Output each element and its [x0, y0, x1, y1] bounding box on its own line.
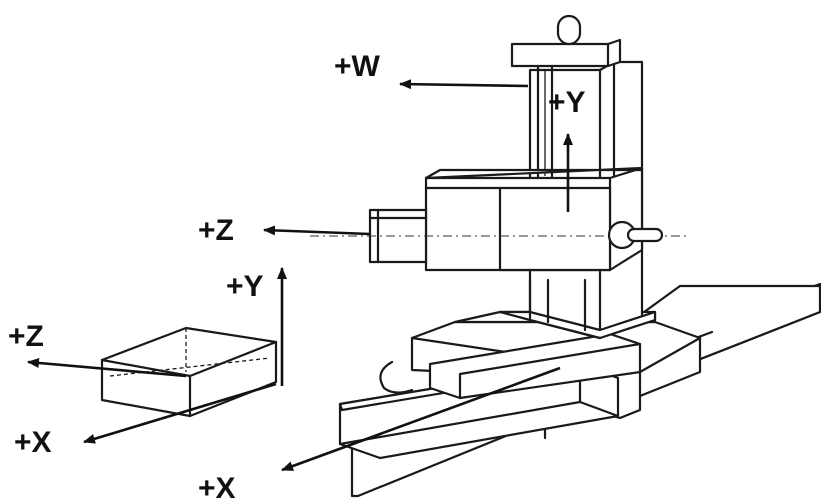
machine-headstock: [310, 166, 690, 272]
z-axis-part-label: +Z: [8, 320, 44, 353]
part-axes: [27, 267, 287, 444]
z-axis-part-arrow: [27, 357, 187, 378]
w-axis-arrow: [399, 79, 529, 90]
z-axis-machine-label: +Z: [198, 214, 234, 247]
z-axis-machine-arrow: [263, 225, 371, 236]
workpiece-box: [100, 326, 278, 418]
machine-axes: [263, 79, 573, 472]
w-axis-label: +W: [334, 50, 381, 83]
x-axis-machine-arrow: [281, 366, 561, 472]
x-axis-machine-label: +X: [198, 472, 236, 504]
x-axis-part-arrow: [83, 382, 277, 444]
x-axis-part-label: +X: [14, 426, 52, 459]
column-top-cap: [510, 14, 622, 180]
y-axis-machine-label: +Y: [548, 86, 586, 119]
y-axis-part-label: +Y: [226, 270, 264, 303]
